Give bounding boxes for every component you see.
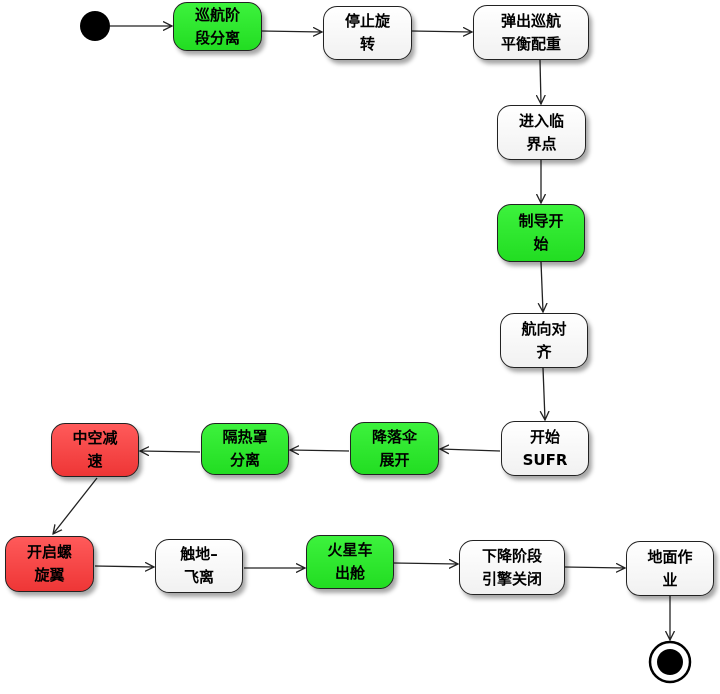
node-n2-label: 停止旋 转 bbox=[344, 12, 390, 53]
node-n13: 火星车 出舱 bbox=[306, 535, 394, 589]
node-n15-label: 地面作 业 bbox=[647, 547, 693, 589]
node-n12: 触地– 飞离 bbox=[155, 539, 243, 593]
edge-n3-to-n4 bbox=[540, 59, 541, 104]
node-n11: 开启螺 旋翼 bbox=[5, 536, 94, 592]
node-n4-label: 进入临 界点 bbox=[518, 111, 564, 153]
end-node bbox=[648, 640, 692, 684]
node-n7: 开始 SUFR bbox=[501, 421, 589, 476]
node-n4: 进入临 界点 bbox=[497, 105, 586, 160]
node-n2: 停止旋 转 bbox=[323, 6, 412, 60]
node-n7-label: 开始 SUFR bbox=[522, 427, 568, 469]
edge-n1-to-n2 bbox=[261, 31, 322, 32]
edge-n9-to-n10 bbox=[140, 451, 201, 452]
node-n15: 地面作 业 bbox=[626, 541, 714, 596]
node-n6-label: 航向对 齐 bbox=[521, 319, 567, 361]
node-n1-label: 巡航阶 段分离 bbox=[194, 5, 240, 47]
node-n11-label: 开启螺 旋翼 bbox=[26, 543, 72, 584]
edge-n11-to-n12 bbox=[94, 566, 154, 567]
node-n14: 下降阶段 引擎关闭 bbox=[459, 540, 565, 595]
node-n12-label: 触地– 飞离 bbox=[180, 545, 218, 586]
edge-n5-to-n6 bbox=[541, 261, 543, 312]
node-n8: 降落伞 展开 bbox=[350, 422, 439, 475]
node-n1: 巡航阶 段分离 bbox=[173, 2, 262, 51]
node-n5: 制导开 始 bbox=[497, 204, 585, 262]
node-n6: 航向对 齐 bbox=[500, 313, 588, 368]
node-n5-label: 制导开 始 bbox=[518, 212, 564, 253]
edge-n14-to-n15 bbox=[564, 567, 625, 568]
node-n9: 隔热罩 分离 bbox=[201, 423, 289, 475]
edge-n8-to-n9 bbox=[290, 450, 350, 451]
edge-n2-to-n3 bbox=[411, 31, 472, 32]
node-n9-label: 隔热罩 分离 bbox=[222, 428, 268, 469]
start-node bbox=[80, 11, 110, 41]
edge-n13-to-n14 bbox=[393, 563, 458, 564]
node-n10: 中空减 速 bbox=[51, 423, 139, 477]
node-n10-label: 中空减 速 bbox=[72, 429, 118, 470]
node-n14-label: 下降阶段 引擎关闭 bbox=[481, 546, 542, 588]
edge-n10-to-n11 bbox=[53, 477, 98, 534]
node-n8-label: 降落伞 展开 bbox=[371, 427, 417, 469]
node-n3: 弹出巡航 平衡配重 bbox=[473, 5, 589, 60]
edge-n6-to-n7 bbox=[543, 367, 545, 420]
node-n3-label: 弹出巡航 平衡配重 bbox=[500, 11, 561, 53]
node-n13-label: 火星车 出舱 bbox=[327, 541, 373, 582]
edge-n7-to-n8 bbox=[440, 449, 501, 451]
